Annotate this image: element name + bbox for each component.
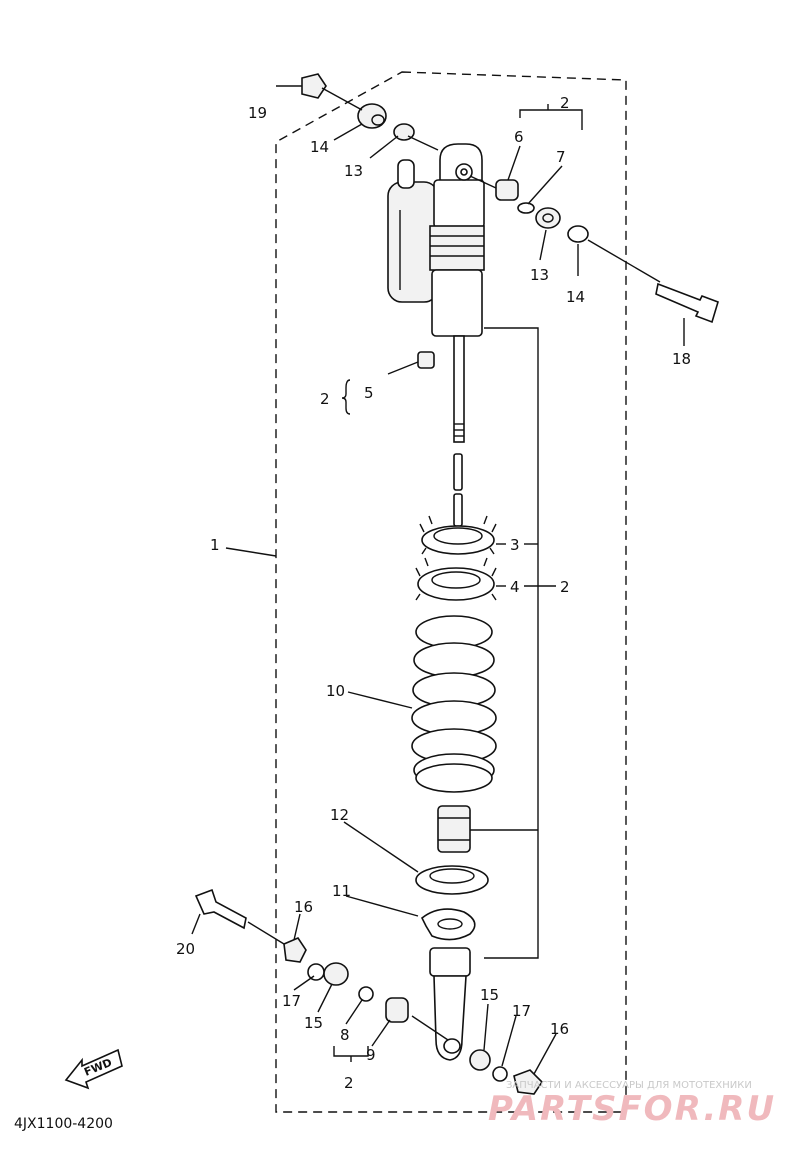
bearing-5 <box>417 351 435 369</box>
leader-lines <box>191 85 685 1075</box>
piston-rod <box>453 335 465 527</box>
callout-12: 12 <box>330 806 349 824</box>
callout-17-left: 17 <box>282 992 301 1010</box>
callout-17-right: 17 <box>512 1002 531 1020</box>
oil-seal-17-left <box>307 963 325 981</box>
collar-15-right <box>469 1049 491 1071</box>
callout-9: 9 <box>366 1046 376 1064</box>
collar-13-right <box>535 207 561 229</box>
callout-2-bearing: 2 <box>320 390 330 408</box>
callout-15-right: 15 <box>480 986 499 1004</box>
watermark-logo: PARTSFOR.RU <box>488 1089 776 1129</box>
bolt-20 <box>194 888 247 930</box>
spring-seat-12 <box>415 865 489 895</box>
collar-15-left <box>323 962 349 986</box>
bolt-18 <box>655 282 719 324</box>
bump-stopper <box>437 805 471 853</box>
oil-seal-7 <box>517 202 535 214</box>
callout-2-lower: 2 <box>344 1074 354 1092</box>
callout-4: 4 <box>510 578 520 596</box>
watermark-tagline: ЗАПЧАСТИ И АКСЕССУАРЫ ДЛЯ МОТОТЕХНИКИ <box>506 1080 752 1091</box>
bushing-9 <box>385 997 409 1023</box>
callout-2-upper: 2 <box>560 94 570 112</box>
diagram-code: 4JX1100-4200 <box>14 1116 113 1132</box>
spring-stopper-11 <box>420 908 476 941</box>
callout-16-left: 16 <box>294 898 313 916</box>
ring-nut-4 <box>415 557 497 601</box>
assembly-boundary <box>275 71 627 1113</box>
callout-1: 1 <box>210 536 220 554</box>
callout-2-ring: 2 <box>560 578 570 596</box>
reservoir <box>387 159 439 303</box>
callout-8: 8 <box>340 1026 350 1044</box>
callout-labels: 19 14 13 2 6 7 13 14 18 2 5 1 3 4 2 10 1… <box>176 94 691 1092</box>
callout-6: 6 <box>514 128 524 146</box>
callout-10: 10 <box>326 682 345 700</box>
nut-16-right <box>513 1069 544 1095</box>
washer-14-left <box>357 103 387 129</box>
callout-14-upper-left: 14 <box>310 138 329 156</box>
spring-10 <box>411 615 497 793</box>
callout-19: 19 <box>248 104 267 122</box>
washer-14-right <box>567 225 589 243</box>
callout-11: 11 <box>332 882 351 900</box>
callout-15-left: 15 <box>304 1014 323 1032</box>
nut-19 <box>301 73 327 99</box>
callout-20: 20 <box>176 940 195 958</box>
bushing-6 <box>495 179 519 201</box>
nut-16-left <box>283 937 307 963</box>
oil-seal-8 <box>358 986 374 1002</box>
ring-nut-3 <box>419 515 497 555</box>
shock-body <box>429 143 485 337</box>
callout-18: 18 <box>672 350 691 368</box>
callout-13-right: 13 <box>530 266 549 284</box>
callout-16-right: 16 <box>550 1020 569 1038</box>
callout-7: 7 <box>556 148 566 166</box>
oil-seal-17-right <box>492 1066 508 1082</box>
callout-14-right: 14 <box>566 288 585 306</box>
fwd-arrow-icon: FWD <box>64 1048 123 1090</box>
lower-eye <box>429 947 471 1061</box>
callout-3: 3 <box>510 536 520 554</box>
callout-5: 5 <box>364 384 374 402</box>
callout-13-upper-left: 13 <box>344 162 363 180</box>
